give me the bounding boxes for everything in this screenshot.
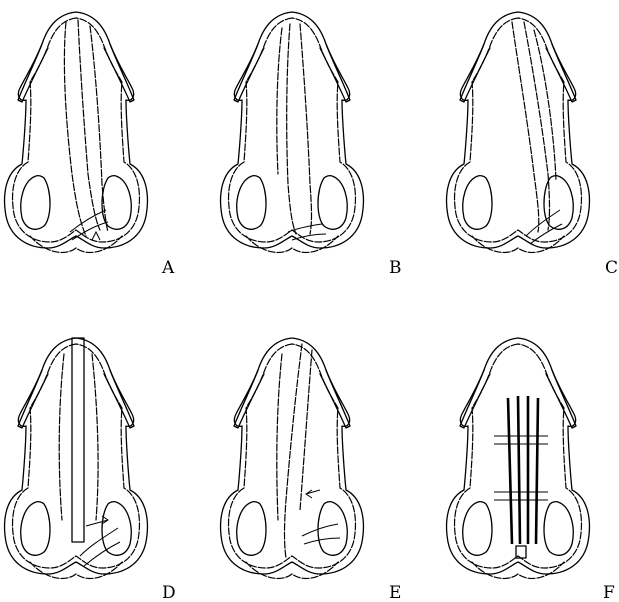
- panel-label-b: B: [389, 258, 402, 278]
- panel-a: [5, 12, 148, 252]
- panel-label-e: E: [389, 583, 401, 602]
- panel-e: [221, 338, 364, 578]
- panel-label-f: F: [603, 583, 615, 602]
- panel-b: [221, 12, 364, 252]
- panel-f: [447, 338, 590, 578]
- panel-label-a: A: [161, 258, 175, 278]
- panel-label-c: C: [605, 258, 618, 278]
- panel-label-d: D: [162, 583, 176, 602]
- panel-d: [5, 338, 148, 578]
- panel-c: [447, 12, 590, 252]
